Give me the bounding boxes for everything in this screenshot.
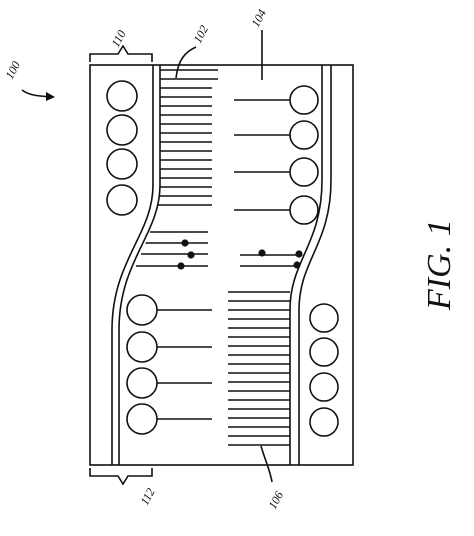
label-112: 112 — [137, 486, 157, 508]
left-strand-group — [135, 69, 218, 420]
right-bead-group — [289, 85, 339, 437]
leader-102 — [175, 46, 197, 79]
right-head-bead-3 — [309, 372, 339, 402]
right-membrane-outer — [298, 65, 332, 465]
arrowhead-100 — [46, 92, 55, 101]
right-lollipop-bead-1 — [289, 85, 319, 115]
label-104: 104 — [248, 7, 269, 29]
left-lollipop-bead-2 — [126, 331, 158, 363]
left-lollipop-bead-3 — [126, 367, 158, 399]
binding-dot-3 — [177, 262, 185, 270]
left-bead-group — [106, 80, 158, 435]
left-lollipop-bead-1 — [126, 294, 158, 326]
right-lollipop-bead-4 — [289, 195, 319, 225]
label-102: 102 — [190, 23, 211, 45]
left-head-bead-1 — [106, 80, 138, 112]
binding-dot-group — [177, 239, 303, 270]
right-head-bead-2 — [309, 337, 339, 367]
right-lollipop-bead-2 — [289, 120, 319, 150]
left-head-bead-4 — [106, 184, 138, 216]
binding-dot-5 — [295, 250, 303, 258]
left-head-bead-2 — [106, 114, 138, 146]
binding-dot-4 — [258, 249, 266, 257]
right-strand-group — [228, 99, 303, 446]
left-membrane-outer — [111, 65, 154, 465]
right-lollipop-bead-3 — [289, 157, 319, 187]
leader-106 — [260, 445, 273, 483]
label-106: 106 — [265, 489, 286, 511]
brace-110 — [89, 44, 153, 62]
right-head-bead-1 — [309, 303, 339, 333]
binding-dot-2 — [187, 251, 195, 259]
left-membrane-inner — [118, 65, 161, 465]
figure-caption: FIG. 1 — [421, 219, 458, 311]
brace-112 — [89, 468, 153, 486]
left-head-bead-3 — [106, 148, 138, 180]
right-membrane-inner — [289, 65, 323, 465]
left-lollipop-bead-4 — [126, 403, 158, 435]
right-head-bead-4 — [309, 407, 339, 437]
label-100: 100 — [2, 59, 23, 81]
binding-dot-6 — [293, 261, 301, 269]
outer-frame — [89, 64, 354, 466]
binding-dot-1 — [181, 239, 189, 247]
label-110: 110 — [108, 28, 128, 50]
